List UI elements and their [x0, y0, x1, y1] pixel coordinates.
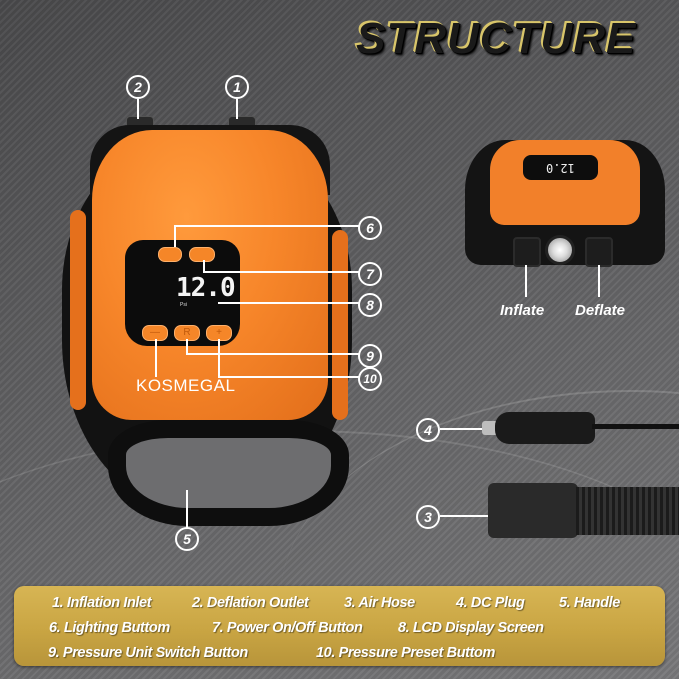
- legend-item-10: 10. Pressure Preset Buttom: [316, 645, 495, 661]
- power-button: [189, 247, 215, 262]
- callout-line: [155, 339, 157, 377]
- mini-pump-face: [490, 140, 640, 225]
- mini-lcd-display: 12.0: [523, 155, 598, 180]
- deflate-label: Deflate: [575, 302, 626, 319]
- callout-3: 3: [416, 505, 440, 529]
- callout-4: 4: [416, 418, 440, 442]
- callout-7: 7: [358, 262, 382, 286]
- legend-row-1: 1. Inflation Inlet 2. Deflation Outlet 3…: [14, 595, 665, 617]
- callout-10: 10: [358, 367, 382, 391]
- callout-line: [186, 339, 188, 354]
- callout-line: [218, 339, 220, 377]
- callout-line: [203, 271, 359, 273]
- callout-9: 9: [358, 344, 382, 368]
- dc-plug-tip: [482, 421, 498, 435]
- callout-line: [137, 99, 139, 119]
- legend-item-7: 7. Power On/Off Button: [212, 620, 363, 636]
- callout-line: [598, 265, 600, 297]
- legend-item-6: 6. Lighting Buttom: [49, 620, 170, 636]
- mini-lcd-value: 12.0: [546, 161, 575, 175]
- brand-logo: KOSMEGAL: [136, 376, 236, 395]
- legend-item-9: 9. Pressure Unit Switch Button: [48, 645, 248, 661]
- callout-1: 1: [225, 75, 249, 99]
- parts-legend: 1. Inflation Inlet 2. Deflation Outlet 3…: [14, 586, 665, 666]
- callout-line: [440, 428, 484, 430]
- dc-plug: [495, 412, 595, 444]
- side-stripe: [332, 230, 348, 420]
- inflate-port: [513, 237, 541, 267]
- legend-item-5: 5. Handle: [559, 595, 620, 611]
- legend-item-2: 2. Deflation Outlet: [192, 595, 309, 611]
- lighting-button: [158, 247, 182, 262]
- lcd-unit: Psi: [180, 302, 187, 308]
- deflate-port: [585, 237, 613, 267]
- legend-row-3: 9. Pressure Unit Switch Button 10. Press…: [14, 645, 665, 667]
- legend-item-1: 1. Inflation Inlet: [52, 595, 152, 611]
- side-stripe: [70, 210, 86, 410]
- callout-5: 5: [175, 527, 199, 551]
- callout-line: [174, 225, 359, 227]
- dc-plug-cable: [592, 424, 679, 429]
- callout-line: [236, 99, 238, 119]
- callout-2: 2: [126, 75, 150, 99]
- legend-item-3: 3. Air Hose: [344, 595, 415, 611]
- lcd-display-value: 12.0: [176, 273, 236, 303]
- led-light: [545, 235, 575, 265]
- inflate-label: Inflate: [500, 302, 545, 319]
- callout-line: [203, 260, 205, 272]
- callout-line: [174, 225, 176, 247]
- callout-line: [525, 265, 527, 297]
- callout-line: [218, 302, 359, 304]
- callout-line: [186, 353, 359, 355]
- legend-item-8: 8. LCD Display Screen: [398, 620, 544, 636]
- pump-handle: [108, 420, 349, 526]
- page-title: STRUCTURE: [356, 14, 637, 63]
- callout-line: [186, 490, 188, 528]
- air-hose-connector: [488, 483, 578, 538]
- legend-row-2: 6. Lighting Buttom 7. Power On/Off Butto…: [14, 620, 665, 642]
- callout-line: [218, 376, 359, 378]
- callout-8: 8: [358, 293, 382, 317]
- air-hose: [576, 487, 679, 535]
- callout-6: 6: [358, 216, 382, 240]
- callout-line: [440, 515, 488, 517]
- legend-item-4: 4. DC Plug: [456, 595, 525, 611]
